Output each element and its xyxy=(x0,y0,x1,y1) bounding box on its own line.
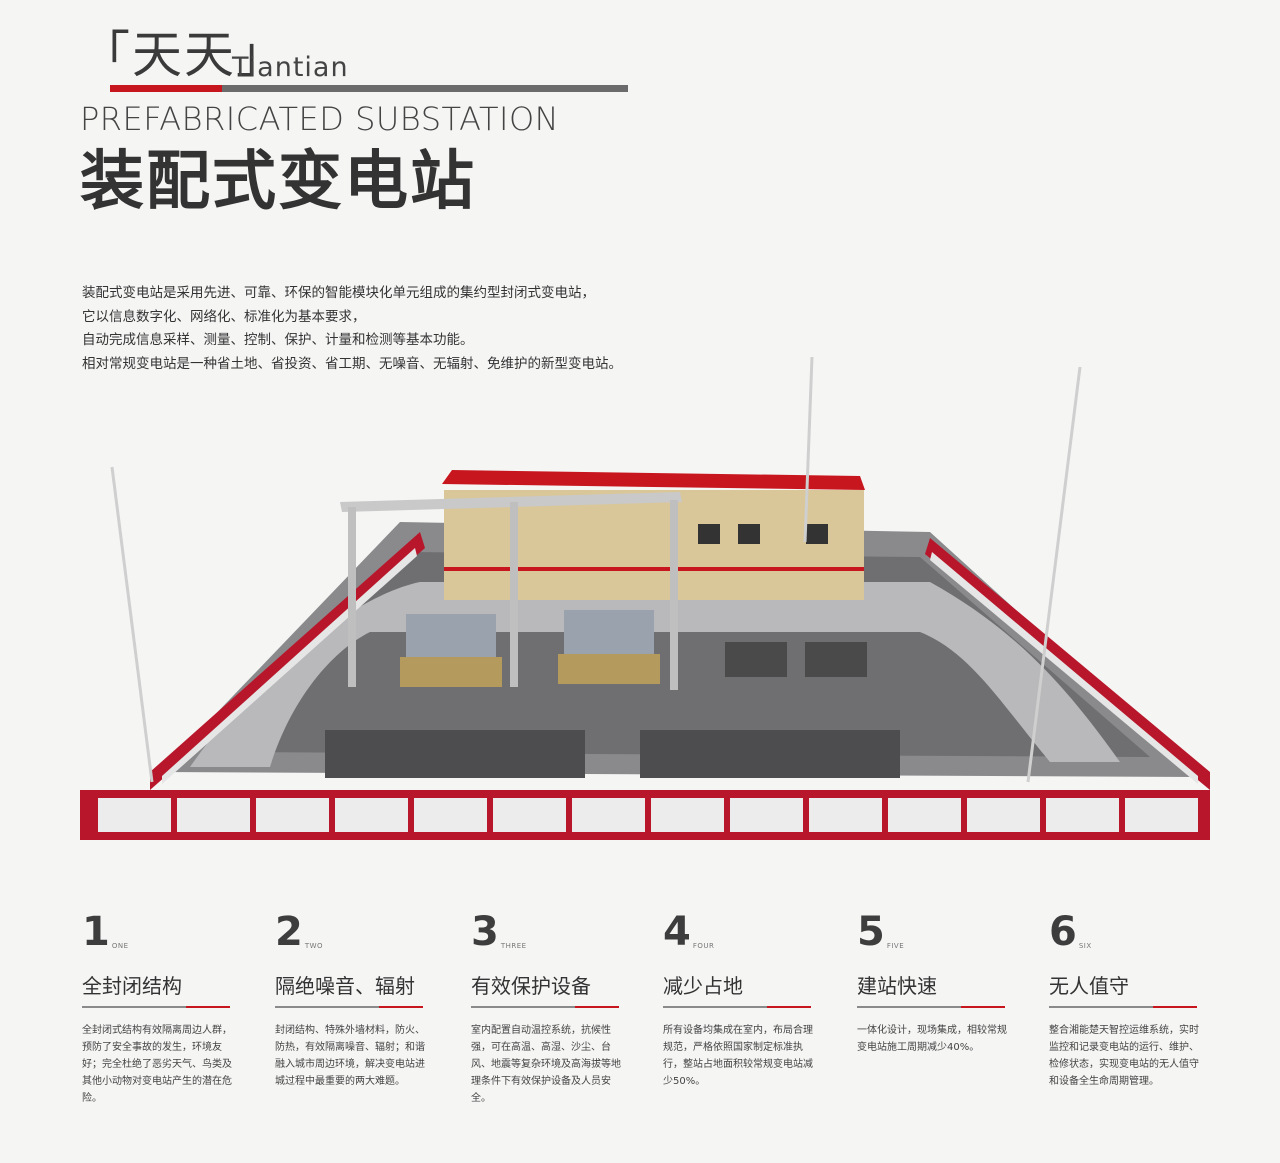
wall-post xyxy=(724,792,730,838)
feature-title: 全封闭结构 xyxy=(82,974,182,998)
feature-rule xyxy=(275,1006,423,1008)
header: 「天天」 Tiantian PREFABRICATED SUBSTATION 装… xyxy=(80,26,640,219)
feature-title: 建站快速 xyxy=(857,974,937,998)
building-window xyxy=(738,524,760,544)
switchgear-cabinet xyxy=(805,642,867,677)
feature-number: 3 xyxy=(471,909,499,955)
feature-number: 4 xyxy=(663,909,691,955)
intro-line: 相对常规变电站是一种省土地、省投资、省工期、无噪音、无辐射、免维护的新型变电站。 xyxy=(82,355,622,372)
wall-post xyxy=(329,792,335,838)
header-rule-accent xyxy=(110,85,222,92)
wall-post xyxy=(1119,792,1125,838)
building-roof xyxy=(442,470,865,490)
lightning-rod xyxy=(803,356,814,543)
feature-rule xyxy=(1049,1006,1197,1008)
right-wall-panels xyxy=(930,552,1198,784)
capacitor-bank xyxy=(640,730,900,778)
substation-illustration xyxy=(80,356,1210,840)
feature-number: 2 xyxy=(275,909,303,955)
feature-number: 1 xyxy=(82,909,110,955)
feature-rule xyxy=(82,1006,230,1008)
feature-number: 5 xyxy=(857,909,885,955)
intro-line: 它以信息数字化、网络化、标准化为基本要求， xyxy=(82,308,366,325)
feature-desc: 所有设备均集成在室内，布局合理规范，严格依照国家制定标准执行，整站占地面积较常规… xyxy=(663,1025,813,1087)
feature-number-en: TWO xyxy=(304,942,324,950)
intro-line: 装配式变电站是采用先进、可靠、环保的智能模块化单元组成的集约型封闭式变电站， xyxy=(82,285,595,301)
feature-title: 减少占地 xyxy=(663,974,743,998)
transformer-base xyxy=(400,657,502,687)
intro-line: 自动完成信息采样、测量、控制、保护、计量和检测等基本功能。 xyxy=(82,332,474,348)
switchgear-cabinet xyxy=(725,642,787,677)
gantry-column xyxy=(348,507,356,687)
wall-post xyxy=(250,792,256,838)
wall-post xyxy=(1040,792,1046,838)
wall-post xyxy=(961,792,967,838)
brand-name-cn: 「天天」 xyxy=(80,26,288,84)
feature-number-en: FIVE xyxy=(886,942,905,950)
feature-rule xyxy=(857,1006,1005,1008)
front-wall-posts xyxy=(92,792,1204,838)
feature-title: 无人值守 xyxy=(1049,974,1129,998)
feature-title: 有效保护设备 xyxy=(471,974,591,998)
feature-desc: 整合湘能楚天智控运维系统，实时监控和记录变电站的运行、维护、检修状态，实现变电站… xyxy=(1049,1025,1199,1087)
wall-post xyxy=(566,792,572,838)
wall-post xyxy=(408,792,414,838)
lightning-rod xyxy=(1026,366,1082,783)
feature-desc: 室内配置自动温控系统，抗候性强，可在高温、高湿、沙尘、台风、地震等复杂环境及高海… xyxy=(471,1025,621,1104)
header-rule xyxy=(110,85,628,92)
lightning-rod xyxy=(110,466,154,783)
gantry-column xyxy=(510,502,518,687)
building-window xyxy=(806,524,828,544)
wall-post xyxy=(882,792,888,838)
gantry-column xyxy=(670,500,678,690)
feature-number-en: THREE xyxy=(500,942,527,950)
feature-desc: 一体化设计，现场集成，相较常规变电站施工周期减少40%。 xyxy=(857,1025,1007,1053)
wall-post xyxy=(1198,792,1204,838)
feature-rule xyxy=(663,1006,811,1008)
brand: 「天天」 Tiantian xyxy=(80,26,640,84)
wall-post xyxy=(803,792,809,838)
feature-desc: 封闭结构、特殊外墙材料，防火、防热，有效隔离噪音、辐射；和谐融入城市周边环境，解… xyxy=(275,1025,425,1087)
feature-number-en: FOUR xyxy=(692,942,715,950)
feature-number: 6 xyxy=(1049,909,1077,955)
feature-rule xyxy=(471,1006,619,1008)
wall-post xyxy=(645,792,651,838)
wall-post xyxy=(92,792,98,838)
building-stripe xyxy=(444,567,864,571)
feature-desc: 全封闭式结构有效隔离周边人群，预防了安全事故的发生，环境友好；完全杜绝了恶劣天气… xyxy=(82,1025,232,1104)
capacitor-bank xyxy=(325,730,585,778)
transformer-base xyxy=(558,654,660,684)
wall-post xyxy=(487,792,493,838)
intro-text: 装配式变电站是采用先进、可靠、环保的智能模块化单元组成的集约型封闭式变电站， 它… xyxy=(82,282,722,376)
feature-title: 隔绝噪音、辐射 xyxy=(275,974,415,998)
feature-number-en: SIX xyxy=(1078,942,1092,950)
title-cn: 装配式变电站 xyxy=(80,145,476,219)
wall-post xyxy=(171,792,177,838)
title-en: PREFABRICATED SUBSTATION xyxy=(80,100,560,138)
feature-number-en: ONE xyxy=(111,942,129,950)
brand-name-en: Tiantian xyxy=(232,52,349,83)
building-window xyxy=(698,524,720,544)
